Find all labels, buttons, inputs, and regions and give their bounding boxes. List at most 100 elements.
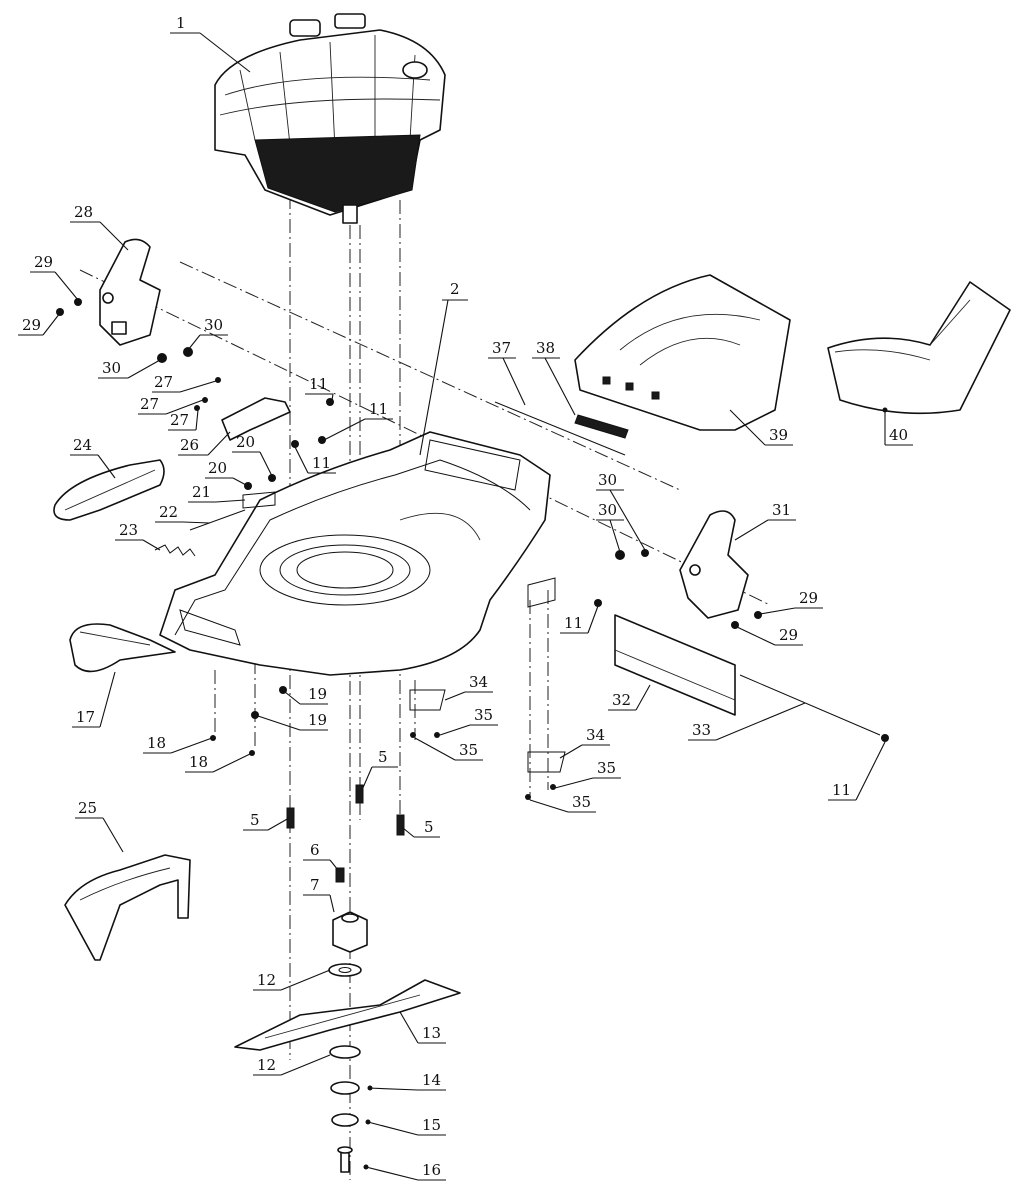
svg-text:29: 29 [34, 253, 53, 271]
callout-18-a: 18 [143, 734, 213, 754]
grass-bag-part [827, 281, 1011, 415]
svg-text:7: 7 [310, 876, 320, 894]
svg-text:19: 19 [308, 711, 327, 729]
callout-19-a: 19 [284, 685, 328, 705]
svg-text:11: 11 [564, 614, 583, 632]
callout-23: 23 [115, 521, 161, 551]
callout-25: 25 [75, 799, 124, 853]
callout-17: 17 [72, 671, 116, 728]
callout-29-c: 29 [759, 589, 823, 615]
svg-text:30: 30 [204, 316, 223, 334]
svg-text:34: 34 [586, 726, 605, 744]
svg-text:35: 35 [572, 793, 591, 811]
callout-29-b: 29 [18, 312, 61, 336]
callout-20-b: 20 [205, 459, 249, 487]
svg-text:31: 31 [772, 501, 791, 519]
callout-33: 33 [688, 702, 806, 741]
svg-text:35: 35 [474, 706, 493, 724]
svg-text:26: 26 [180, 436, 199, 454]
rear-flap-part [64, 854, 191, 961]
svg-text:21: 21 [192, 483, 211, 501]
svg-text:12: 12 [257, 1056, 276, 1074]
callout-22: 22 [155, 503, 211, 524]
svg-text:38: 38 [536, 339, 555, 357]
callout-18-b: 18 [185, 753, 251, 773]
callout-19-b: 19 [257, 711, 328, 731]
svg-text:27: 27 [140, 395, 159, 413]
callout-11-d: 11 [560, 605, 599, 634]
svg-text:18: 18 [147, 734, 166, 752]
rear-rod-part [739, 674, 889, 742]
svg-text:12: 12 [257, 971, 276, 989]
svg-text:11: 11 [369, 400, 388, 418]
callout-12-b: 12 [253, 1054, 331, 1076]
callout-11-b: 11 [323, 400, 393, 441]
svg-text:18: 18 [189, 753, 208, 771]
mower-deck-part [159, 431, 551, 676]
callout-30-c: 30 [596, 471, 646, 551]
svg-text:6: 6 [310, 841, 320, 859]
svg-text:35: 35 [597, 759, 616, 777]
svg-text:20: 20 [236, 433, 255, 451]
svg-text:11: 11 [309, 375, 328, 393]
callout-37: 37 [488, 339, 526, 406]
callout-2: 2 [419, 280, 468, 456]
svg-text:37: 37 [492, 339, 511, 357]
bracket-part [221, 397, 291, 441]
svg-text:20: 20 [208, 459, 227, 477]
svg-text:35: 35 [459, 741, 478, 759]
callout-12-a: 12 [253, 969, 331, 991]
svg-text:27: 27 [154, 373, 173, 391]
svg-text:5: 5 [378, 748, 388, 766]
svg-text:29: 29 [22, 316, 41, 334]
rear-plate-part [614, 614, 736, 716]
svg-text:30: 30 [102, 359, 121, 377]
callout-7: 7 [303, 876, 335, 913]
callout-35-c: 35 [554, 759, 621, 789]
svg-text:30: 30 [598, 471, 617, 489]
front-cover-part [69, 623, 176, 673]
callout-30-a: 30 [187, 316, 228, 351]
callout-20-a: 20 [232, 433, 273, 477]
callout-5-a: 5 [243, 811, 290, 831]
svg-text:11: 11 [832, 781, 851, 799]
callout-30-d: 30 [596, 501, 624, 553]
height-plate-left-part [99, 238, 161, 346]
callout-29-d: 29 [736, 626, 803, 646]
callout-35-b: 35 [414, 737, 483, 761]
svg-text:23: 23 [119, 521, 138, 539]
callout-11-a: 11 [305, 375, 334, 401]
handle-cover-part [53, 459, 165, 521]
callout-28: 28 [70, 203, 129, 251]
svg-text:22: 22 [159, 503, 178, 521]
svg-text:1: 1 [176, 14, 186, 32]
callout-6: 6 [303, 841, 339, 871]
svg-text:16: 16 [422, 1161, 441, 1179]
svg-text:14: 14 [422, 1071, 441, 1089]
callout-32: 32 [608, 684, 651, 711]
svg-text:25: 25 [78, 799, 97, 817]
callout-21: 21 [188, 483, 246, 503]
svg-text:30: 30 [598, 501, 617, 519]
svg-text:13: 13 [422, 1024, 441, 1042]
svg-text:24: 24 [73, 436, 92, 454]
callout-26: 26 [178, 431, 231, 456]
svg-text:34: 34 [469, 673, 488, 691]
callout-27-a: 27 [152, 373, 217, 393]
svg-text:11: 11 [312, 454, 331, 472]
callout-35-d: 35 [529, 793, 596, 813]
callout-39: 39 [729, 409, 793, 446]
callout-5-b: 5 [361, 748, 398, 791]
callout-11-e: 11 [828, 741, 886, 801]
callout-40: 40 [882, 407, 913, 446]
svg-text:28: 28 [74, 203, 93, 221]
svg-text:17: 17 [76, 708, 95, 726]
callout-35-a: 35 [439, 706, 498, 736]
svg-text:40: 40 [889, 426, 908, 444]
callout-24: 24 [70, 436, 116, 479]
callout-15: 15 [365, 1116, 446, 1136]
svg-text:39: 39 [769, 426, 788, 444]
grass-box-lid-part [574, 274, 791, 431]
